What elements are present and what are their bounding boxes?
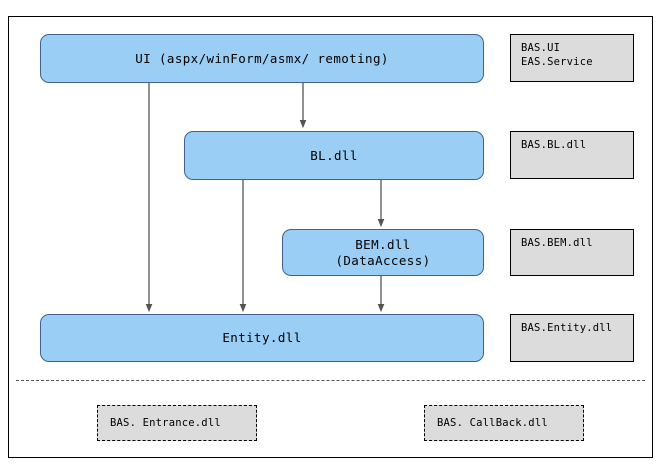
node-ui-label: UI (aspx/winForm/asmx/ remoting)	[135, 50, 389, 66]
node-ui[interactable]: UI (aspx/winForm/asmx/ remoting)	[40, 34, 484, 83]
label-box-bem-line1: BAS.BEM.dll	[521, 237, 593, 249]
node-bl-label: BL.dll	[310, 147, 358, 163]
module-entrance-label: BAS. Entrance.dll	[110, 417, 221, 429]
label-box-ui-line2: EAS.Service	[521, 56, 593, 68]
label-box-bem: BAS.BEM.dll	[510, 229, 634, 276]
node-entity-label: Entity.dll	[222, 330, 302, 345]
section-divider	[16, 380, 645, 381]
node-entity[interactable]: Entity.dll	[40, 314, 484, 362]
node-bem-sublabel: (DataAccess)	[335, 252, 431, 268]
module-callback[interactable]: BAS. CallBack.dll	[424, 405, 584, 441]
label-box-ui-line1: BAS.UI	[521, 42, 561, 54]
label-box-bl-line1: BAS.BL.dll	[521, 139, 587, 151]
label-box-entity-line1: BAS.Entity.dll	[521, 322, 613, 334]
node-bem-label: BEM.dll	[355, 236, 411, 252]
module-entrance[interactable]: BAS. Entrance.dll	[97, 405, 257, 441]
label-box-bl: BAS.BL.dll	[510, 131, 634, 179]
label-box-entity: BAS.Entity.dll	[510, 314, 634, 362]
node-bl[interactable]: BL.dll	[184, 131, 484, 180]
label-box-ui: BAS.UI EAS.Service	[510, 34, 634, 82]
module-callback-label: BAS. CallBack.dll	[437, 417, 548, 429]
node-bem[interactable]: BEM.dll (DataAccess)	[282, 229, 484, 276]
